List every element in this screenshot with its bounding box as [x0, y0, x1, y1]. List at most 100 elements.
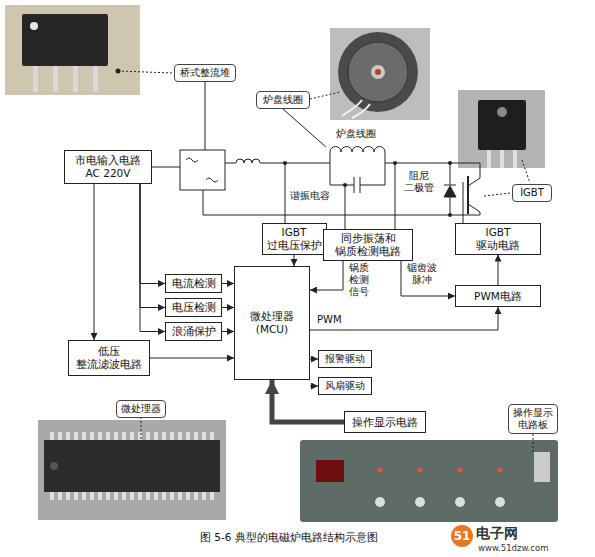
figure-caption: 图 5-6 典型的电磁炉电路结构示意图: [200, 531, 378, 544]
chip-notch: [50, 462, 58, 470]
node-text: IGBT: [520, 187, 544, 199]
coil-sensor: [375, 69, 381, 75]
node-text: 浪涌保护: [172, 325, 216, 338]
capacitor-symbol: [330, 163, 385, 193]
block-box: 低压 整流滤波电路: [68, 340, 150, 376]
display-board-photo: [300, 440, 558, 522]
led: [498, 468, 503, 473]
coil-winding: [348, 42, 408, 102]
signal-arrow: [310, 386, 318, 387]
node-text: 电流检测: [172, 277, 216, 290]
block-box: 风扇驱动: [318, 377, 372, 395]
node-text: 风扇驱动: [325, 380, 365, 392]
igbt-leg: [500, 150, 504, 168]
node-text: 微处理器: [121, 403, 161, 415]
part-label: 炉盘线圈: [336, 128, 376, 140]
igbt-symbol: [467, 176, 469, 214]
block-box: IGBT 驱动电路: [455, 223, 541, 254]
ac-mark: [186, 158, 198, 162]
watermark-url: www.51dzw.com: [478, 543, 548, 553]
leader-line: [522, 160, 530, 183]
node-text: 微处理器 (MCU): [250, 310, 294, 335]
sense-wire: [285, 163, 395, 230]
diode-symbol: [444, 163, 456, 215]
chip-leg: [93, 66, 98, 92]
chip-leg: [73, 66, 78, 92]
block-box: PWM电路: [455, 285, 541, 307]
node-text: 市电输入电路: [75, 154, 141, 167]
rectifier-symbol: [180, 150, 225, 190]
photo-ground: [458, 90, 545, 168]
signal-arrow: [94, 184, 95, 340]
node-text: 报警驱动: [325, 353, 365, 365]
junction-dot: [283, 161, 287, 165]
coil-wire: [342, 100, 370, 118]
block-box: 市电输入电路AC 220V: [64, 150, 152, 184]
node-text: 操作显示 电路板: [513, 407, 553, 431]
mcu-photo: [38, 420, 226, 520]
leader-line: [310, 92, 340, 99]
signal-arrow: [294, 255, 295, 266]
node-text: 电压检测: [172, 301, 216, 314]
signal-label: PWM: [316, 314, 343, 326]
igbt-hole: [497, 107, 507, 117]
node-text: 炉盘线圈: [263, 94, 303, 106]
diode-symbol: [444, 186, 456, 197]
photo-ground: [330, 28, 430, 120]
led: [458, 468, 463, 473]
button: [375, 497, 385, 507]
signal-arrow: [140, 184, 165, 332]
chip-pins: [50, 492, 215, 500]
junction-dot: [343, 183, 347, 187]
callout-box: IGBT: [512, 184, 552, 202]
igbt-photo: [458, 90, 545, 168]
block-box: 电压检测: [165, 298, 222, 317]
signal-arrow: [310, 307, 498, 330]
igbt-leg: [513, 150, 517, 168]
watermark-logo: [451, 525, 473, 547]
node-text: 同步振荡和 锅质检测电路: [335, 232, 401, 257]
signal-arrow: [140, 184, 165, 308]
coil-symbol: [330, 147, 385, 164]
node-text: PWM电路: [474, 290, 522, 303]
led: [418, 468, 423, 473]
igbt-leg: [487, 150, 491, 168]
leader-line: [118, 71, 172, 73]
signal-arrow: [401, 261, 455, 296]
button: [455, 497, 465, 507]
part-label: 谐振电容: [290, 190, 330, 202]
block-box: 报警驱动: [318, 350, 372, 368]
coil-centre: [371, 65, 385, 79]
signal-arrow: [222, 307, 234, 308]
signal-label: 锅质 检测 信号: [348, 262, 370, 298]
wire: [463, 208, 464, 224]
photo-ground: [5, 5, 140, 95]
button: [415, 497, 425, 507]
node-text: 桥式整流堆: [180, 67, 230, 79]
signal-arrow: [140, 184, 165, 284]
signal-arrow: [310, 359, 318, 360]
wire: [152, 167, 180, 168]
signal-arrow: [310, 261, 343, 290]
button: [495, 497, 505, 507]
callout-box: 桥式整流堆: [174, 64, 236, 82]
ac-mark: [206, 178, 218, 182]
block-box: 同步振荡和 锅质检测电路: [323, 229, 413, 260]
leader-line: [283, 109, 326, 147]
block-box: 电流检测: [165, 274, 222, 293]
igbt-body: [478, 100, 526, 150]
node-text: 操作显示电路: [352, 416, 418, 429]
block-box: 浪涌保护: [165, 322, 222, 341]
leader-line: [484, 193, 510, 196]
choke-inductor: [225, 159, 330, 163]
block-box: 操作显示电路: [344, 411, 426, 433]
chip-mark: [30, 22, 38, 30]
connector: [534, 452, 550, 482]
igbt-gate: [463, 182, 464, 208]
junction-dot: [393, 161, 397, 165]
chip-body: [22, 14, 108, 66]
node-text: IGBT 过电压保护: [267, 226, 322, 251]
callout-box: 微处理器: [116, 400, 166, 418]
chip-body: [44, 440, 220, 492]
